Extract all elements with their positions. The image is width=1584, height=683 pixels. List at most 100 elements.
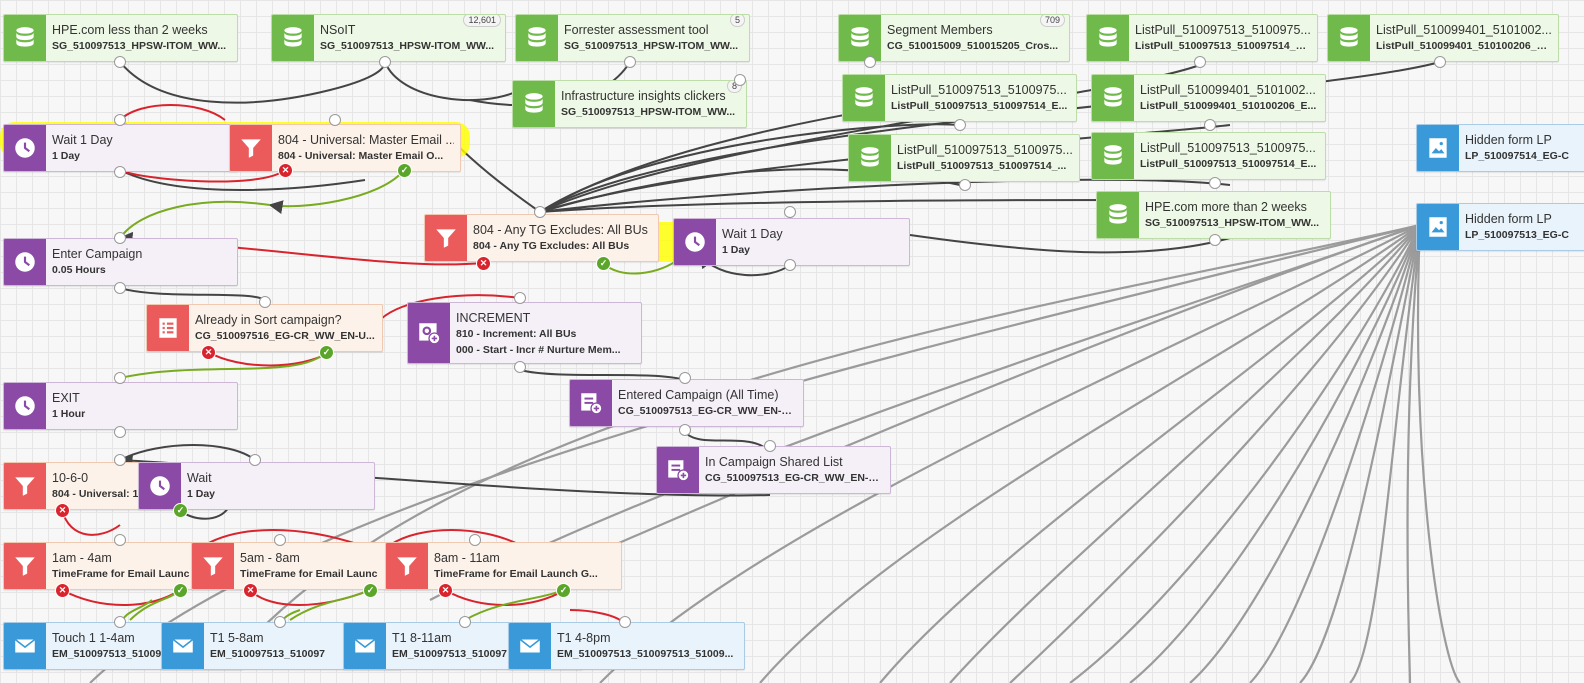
node-title: Wait 1 Day [722,227,783,241]
database-icon [272,15,314,61]
connector-port[interactable] [514,292,526,304]
connector-port[interactable] [1209,234,1221,246]
node-subtitle: SG_510097513_HPSW-ITOM_WW... [320,40,495,52]
check-icon[interactable]: ✓ [596,256,611,271]
connector-port[interactable] [114,426,126,438]
connector-port[interactable] [114,56,126,68]
connector-port[interactable] [784,206,796,218]
close-icon[interactable]: ✕ [438,583,453,598]
node-title: 8am - 11am [434,551,500,565]
connector-port[interactable] [1434,56,1446,68]
list-plus-icon [657,447,699,493]
flow-node-wait[interactable]: Wait 1 Day 1 Day [673,218,910,266]
database-icon [839,15,881,61]
connector-port[interactable] [679,424,691,436]
connector-port[interactable] [1204,119,1216,131]
flow-node-list[interactable]: ListPull_510097513_5100975...ListPull_51… [1091,132,1326,180]
connector-port[interactable] [514,361,526,373]
close-icon[interactable]: ✕ [278,163,293,178]
flow-node-list[interactable]: ListPull_510099401_5101002...ListPull_51… [1091,74,1326,122]
connector-port[interactable] [679,372,691,384]
node-title: ListPull_510099401_5101002... [1376,23,1552,37]
flow-node-filter[interactable]: 804 - Universal: Master Email ...804 - U… [229,124,461,172]
node-title: EXIT [52,391,80,405]
connector-port[interactable] [459,616,471,628]
flow-node-list[interactable]: ListPull_510099401_5101002...ListPull_51… [1327,14,1559,62]
close-icon[interactable]: ✕ [55,583,70,598]
check-icon[interactable]: ✓ [556,583,571,598]
node-title: Entered Campaign (All Time) [618,388,779,402]
connector-port[interactable] [864,56,876,68]
close-icon[interactable]: ✕ [243,583,258,598]
node-title: In Campaign Shared List [705,455,843,469]
connector-port[interactable] [959,179,971,191]
database-icon [513,81,555,127]
connector-port[interactable] [764,440,776,452]
connector-port[interactable] [259,296,271,308]
close-icon[interactable]: ✕ [55,503,70,518]
connector-port[interactable] [114,282,126,294]
connector-port[interactable] [114,454,126,466]
node-subtitle: 1 Day [722,244,751,256]
node-title: 804 - Any TG Excludes: All BUs [473,223,648,237]
check-icon[interactable]: ✓ [319,345,334,360]
connector-port[interactable] [734,74,746,86]
landing-page-icon [1417,125,1459,171]
flow-node-program[interactable]: Entered Campaign (All Time)CG_510097513_… [569,379,804,427]
flow-node-filter[interactable]: Already in Sort campaign?CG_510097516_EG… [146,304,383,352]
connector-port[interactable] [534,206,546,218]
connector-port[interactable] [114,232,126,244]
connector-port[interactable] [1194,56,1206,68]
connector-port[interactable] [784,259,796,271]
connector-port[interactable] [114,166,126,178]
connector-port[interactable] [624,56,636,68]
close-icon[interactable]: ✕ [201,345,216,360]
email-icon [4,623,46,669]
connector-port[interactable] [619,616,631,628]
connector-port[interactable] [114,616,126,628]
node-title: ListPull_510099401_5101002... [1140,83,1316,97]
check-icon[interactable]: ✓ [173,503,188,518]
connector-port[interactable] [114,372,126,384]
filter-icon [425,215,467,261]
node-subtitle: 1 Day [187,488,216,500]
connector-port[interactable] [1209,177,1221,189]
flow-node-list[interactable]: ListPull_510097513_5100975...ListPull_51… [842,74,1077,122]
close-icon[interactable]: ✕ [476,256,491,271]
check-icon[interactable]: ✓ [363,583,378,598]
node-subtitle: 1 Day [52,150,81,162]
connector-port[interactable] [274,616,286,628]
connector-port[interactable] [274,534,286,546]
flow-node-list[interactable]: ListPull_510097513_5100975...ListPull_51… [848,134,1080,182]
node-title: NSoIT [320,23,356,37]
connector-port[interactable] [329,114,341,126]
flow-node-list[interactable]: ListPull_510097513_5100975...ListPull_51… [1086,14,1318,62]
gear-plus-icon [408,303,450,363]
connector-port[interactable] [114,114,126,126]
connector-port[interactable] [249,454,261,466]
connector-port[interactable] [954,119,966,131]
connector-port[interactable] [114,534,126,546]
check-icon[interactable]: ✓ [397,163,412,178]
check-icon[interactable]: ✓ [173,583,188,598]
connector-port[interactable] [379,56,391,68]
connector-port[interactable] [469,534,481,546]
